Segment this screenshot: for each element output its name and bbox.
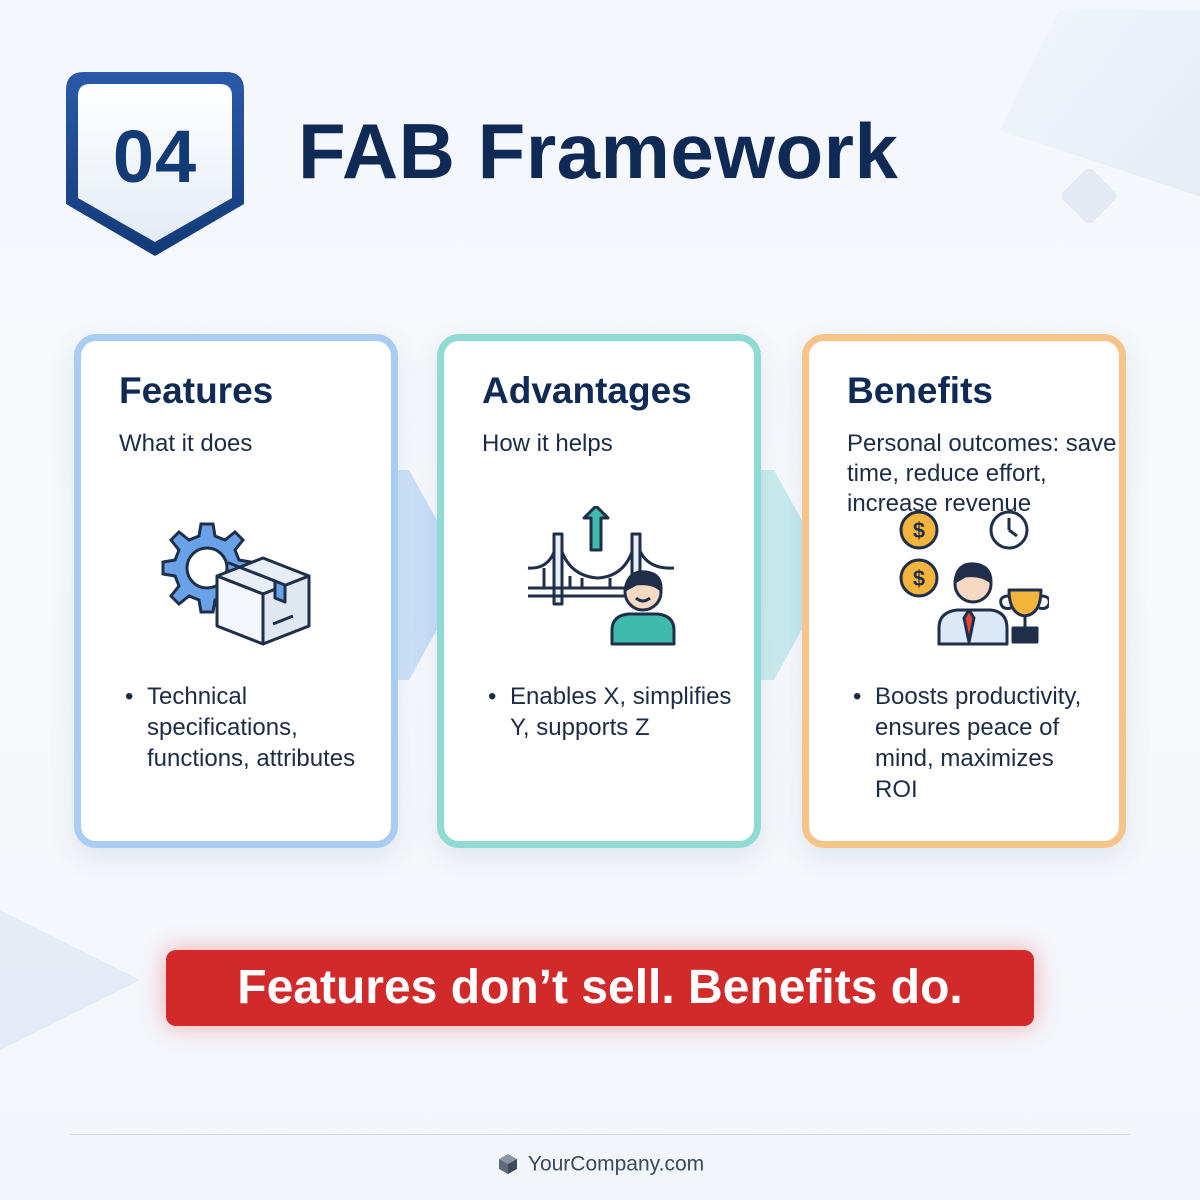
card-advantages: Advantages How it helps Enables X, <box>437 334 761 848</box>
card-subtitle: What it does <box>119 430 253 457</box>
cube-logo-icon <box>496 1152 520 1176</box>
card-subtitle: How it helps <box>482 430 613 457</box>
card-features: Features What it does Technical specific… <box>74 334 398 848</box>
list-item: Technical specifications, functions, att… <box>119 681 369 774</box>
card-title: Features <box>119 370 274 411</box>
list-item: Enables X, simplifies Y, supports Z <box>482 681 732 743</box>
company-website[interactable]: YourCompany.com <box>527 1152 705 1176</box>
tagline-banner: Features don’t sell. Benefits do. <box>166 950 1034 1026</box>
card-benefits: Benefits Personal outcomes: save time, r… <box>802 334 1126 848</box>
badge-number: 04 <box>112 115 198 198</box>
businessman-coins-clock-trophy-icon: $ $ <box>889 506 1051 646</box>
background-diamond <box>1059 166 1119 226</box>
list-item: Boosts productivity, ensures peace of mi… <box>847 681 1097 805</box>
shield-icon <box>66 72 244 256</box>
svg-text:$: $ <box>913 518 925 543</box>
arrow-connector-1 <box>381 470 467 680</box>
svg-text:$: $ <box>913 566 925 591</box>
gear-box-icon <box>161 506 321 646</box>
bridge-person-up-arrow-icon <box>524 504 684 646</box>
footer-divider <box>70 1134 1130 1135</box>
card-bullets: Technical specifications, functions, att… <box>119 681 369 774</box>
step-badge: 04 <box>62 68 248 260</box>
card-title: Benefits <box>847 370 993 411</box>
page-title: FAB Framework <box>298 107 899 195</box>
arrow-connector-2 <box>746 470 832 680</box>
footer: YourCompany.com <box>0 1152 1200 1176</box>
background-shape <box>1000 10 1200 210</box>
card-bullets: Enables X, simplifies Y, supports Z <box>482 681 732 743</box>
card-bullets: Boosts productivity, ensures peace of mi… <box>847 681 1097 805</box>
card-title: Advantages <box>482 370 692 411</box>
background-triangle <box>0 880 140 1080</box>
